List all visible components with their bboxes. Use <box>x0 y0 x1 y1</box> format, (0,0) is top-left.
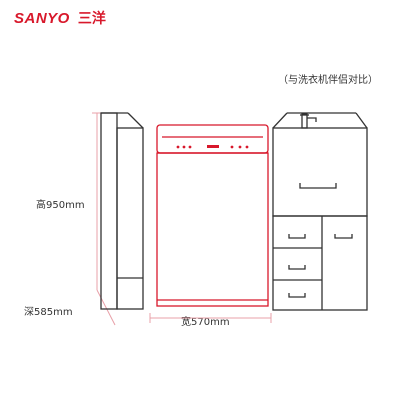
washer-display-icon <box>207 145 219 148</box>
washer-button-icon <box>245 145 249 149</box>
washer-button-icon <box>176 145 180 149</box>
left-cabinet-front <box>116 127 144 310</box>
depth-dimension-label: 深585mm <box>24 307 73 318</box>
left-tall-cabinet <box>100 112 144 310</box>
upper-cabinet-bevel-left <box>272 112 288 129</box>
washer-button-icon <box>230 145 234 149</box>
depth-dimension-line <box>96 289 116 326</box>
brand-name-cn: 三洋 <box>77 11 106 27</box>
comparison-note: （与洗衣机伴侣对比） <box>278 75 378 86</box>
drawer-handle-icon <box>288 265 306 270</box>
washer-button-icon <box>182 145 186 149</box>
faucet-icon <box>300 113 317 129</box>
washer-top-lid <box>156 124 269 154</box>
lower-cabinet-front <box>272 215 368 311</box>
left-cabinet-side <box>100 112 118 310</box>
drawer-handle-icon <box>288 234 306 239</box>
left-cabinet-top-bevel <box>127 112 144 129</box>
upper-drawer-handle-icon <box>299 183 337 189</box>
right-sink-cabinet <box>272 112 368 311</box>
brand: SANYO 三洋 <box>14 8 106 28</box>
drawer-handle-icon <box>288 293 306 298</box>
door-handle-icon <box>334 234 353 239</box>
dimension-lines <box>92 112 272 326</box>
washer-button-icon <box>188 145 192 149</box>
washer-control-buttons <box>176 145 249 149</box>
washer-button-icon <box>238 145 242 149</box>
washer-body <box>156 152 269 307</box>
washing-machine <box>156 124 269 307</box>
faucet-body <box>301 113 308 129</box>
sanyo-logo: SANYO <box>14 9 70 27</box>
upper-cabinet-bevel-right <box>355 112 368 129</box>
height-dimension-label: 高950mm <box>36 200 85 211</box>
width-dimension-label: 宽570mm <box>181 317 230 328</box>
upper-cabinet-front <box>272 127 368 217</box>
faucet-spout <box>307 117 317 122</box>
